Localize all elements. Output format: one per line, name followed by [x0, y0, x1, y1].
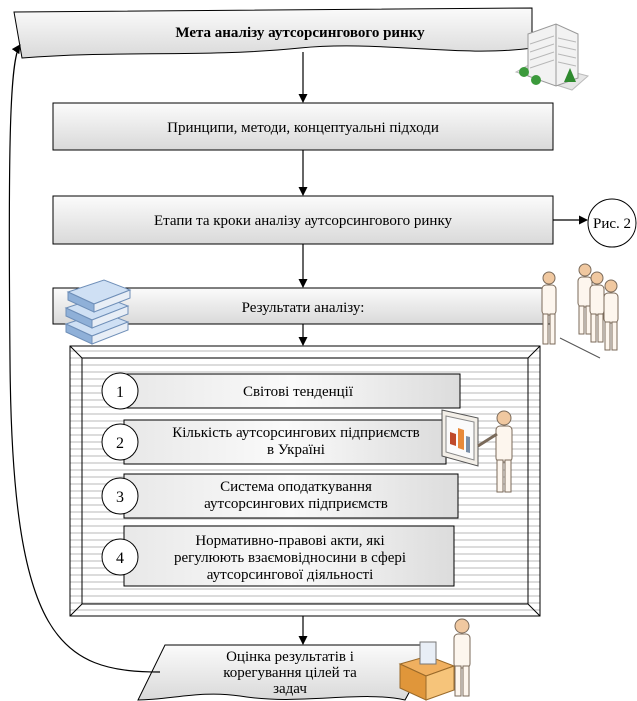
principles-label: Принципи, методи, концептуальні підходи [167, 120, 439, 136]
evaluation-text: Оцінка результатів і [226, 649, 354, 665]
office-building-icon [514, 23, 590, 91]
evaluation-text: задач [273, 681, 307, 697]
result-item-number: 1 [116, 384, 124, 401]
result-item-number: 4 [116, 550, 124, 567]
result-item-1: 1 Світові тенденції [101, 372, 461, 410]
goal-box: Мета аналізу аутсорсингового ринку [13, 7, 533, 59]
result-item-text: Світові тенденції [243, 384, 354, 400]
results-box: Результати аналізу: [52, 287, 556, 325]
result-item-text: аутсорсингових підприємств [204, 496, 388, 512]
result-item-text: регулюють взаємовідносини в сфері [174, 550, 406, 566]
result-item-3: 3 Система оподаткування аутсорсингових п… [101, 473, 459, 519]
figure-ref-circle: Рис. 2 [587, 198, 637, 248]
result-item-text: Система оподаткування [220, 479, 372, 495]
results-label: Результати аналізу: [242, 300, 365, 316]
stages-box: Етапи та кроки аналізу аутсорсингового р… [52, 195, 554, 245]
evaluation-text: корегування цілей та [223, 665, 357, 681]
result-item-number: 3 [116, 489, 124, 506]
goal-label: Мета аналізу аутсорсингового ринку [175, 25, 425, 41]
evaluation-box: Оцінка результатів і корегування цілей т… [137, 644, 436, 701]
people-group-icon [541, 263, 619, 359]
result-item-text: Нормативно-правові акти, які [195, 533, 384, 549]
presenter-board-icon [441, 409, 513, 493]
stages-label: Етапи та кроки аналізу аутсорсингового р… [154, 213, 453, 229]
result-item-2: 2 Кількість аутсорсингових підприємств в… [101, 419, 447, 465]
result-item-text: Кількість аутсорсингових підприємств [172, 425, 420, 441]
result-item-text: аутсорсингової діяльності [207, 567, 374, 583]
figure-ref-label: Рис. 2 [593, 216, 631, 232]
connectors [8, 44, 588, 673]
worker-box-icon [398, 618, 471, 701]
stacked-books-icon [64, 279, 132, 345]
principles-box: Принципи, методи, концептуальні підходи [52, 102, 554, 151]
result-item-number: 2 [116, 435, 124, 452]
result-item-4: 4 Нормативно-правові акти, які регулюють… [101, 525, 455, 587]
feedback-loop-arrow [8, 44, 161, 673]
result-item-text: в Україні [267, 442, 325, 458]
